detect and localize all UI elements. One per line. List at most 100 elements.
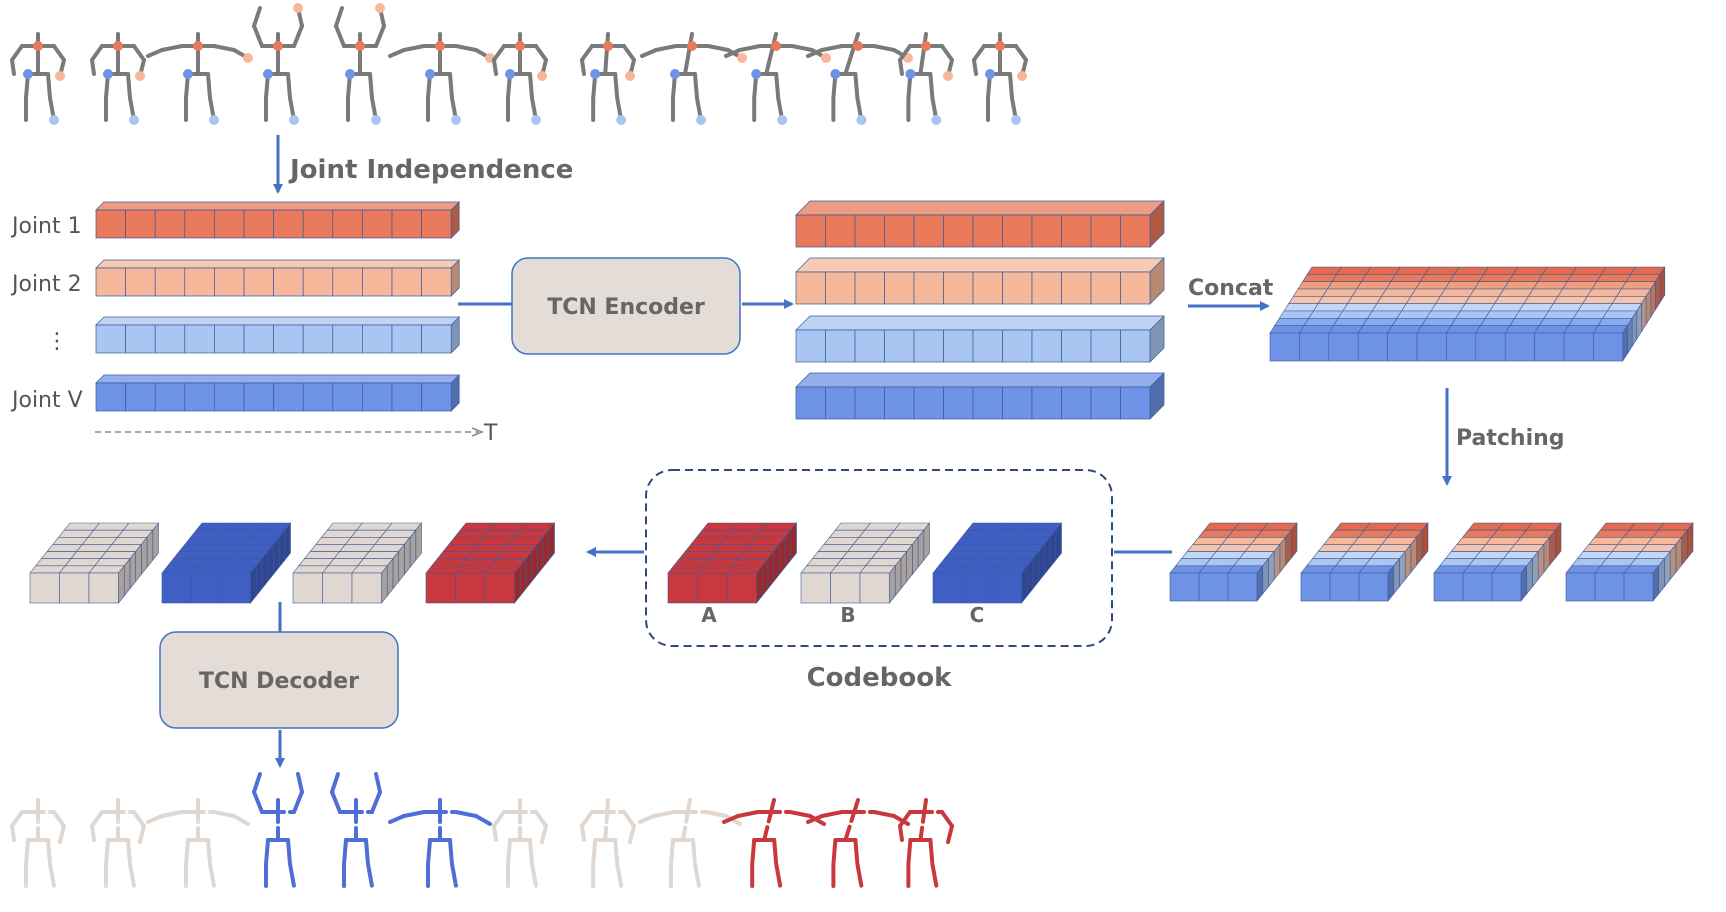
- quantized-block-c-top-cell: [184, 536, 221, 545]
- encoded-strip-cell: [1002, 214, 1033, 248]
- input-skeleton-hip-joint: [103, 69, 113, 79]
- code-c-block-top-cell: [991, 565, 1028, 574]
- input-skeleton-bone: [693, 72, 699, 100]
- input-skeleton-bone: [334, 24, 346, 48]
- concat-top-cell: [1360, 274, 1397, 282]
- code-c-block-front-cell: [932, 572, 963, 604]
- input-skeleton-bone: [580, 44, 594, 62]
- concat-top-cell: [1298, 325, 1335, 334]
- concat-top-cell: [1303, 318, 1339, 326]
- quantized-block-b-top-cell: [122, 522, 160, 531]
- decoded-skeleton-c: [252, 772, 304, 888]
- joint-strip-cell: [243, 267, 274, 297]
- quantized-block-b-front-cell: [322, 572, 353, 604]
- concat-top-cell: [1543, 310, 1579, 319]
- code-c-block-top-cell: [973, 551, 1010, 560]
- decoded-skeleton-b-bone: [184, 838, 190, 866]
- input-skeleton-bone: [872, 44, 896, 52]
- quantized-block-c-top-cell: [208, 544, 245, 552]
- quantized-block-b-top-cell: [94, 558, 131, 567]
- input-skeleton-bone: [90, 44, 104, 62]
- decoded-skeleton-b-bone: [506, 838, 512, 866]
- input-skeleton-bone: [806, 48, 824, 58]
- concat-top-cell: [1401, 303, 1437, 312]
- concat-top-cell: [1568, 318, 1604, 326]
- patch-block-front-cell: [1623, 572, 1654, 602]
- quantized-block-b-top-cell: [35, 558, 72, 567]
- decoded-skeleton-b-bone: [132, 810, 146, 828]
- input-skeleton-bone: [252, 6, 262, 28]
- concat-top-cell: [1597, 318, 1633, 326]
- concat-top-cell: [1538, 318, 1574, 326]
- input-skeleton-bone: [454, 44, 478, 52]
- input-skeleton-bone: [622, 44, 636, 62]
- decoded-skeleton-b-bone: [580, 824, 586, 842]
- quantized-block-c-top-cell: [254, 522, 292, 531]
- encoded-strip-cell: [943, 214, 974, 248]
- encoded-strip-cell: [1031, 329, 1062, 363]
- input-skeleton-bone: [334, 6, 344, 28]
- code-b-block: [800, 522, 931, 604]
- quantized-block-b-front-cell: [29, 572, 60, 604]
- concat-top-cell: [1302, 274, 1338, 282]
- quantized-block-a-front-cell: [484, 572, 515, 604]
- concat-top-cell: [1269, 325, 1305, 334]
- concat-top-cell: [1331, 274, 1367, 282]
- input-skeleton-bone: [790, 44, 814, 52]
- concat-top-cell: [1541, 266, 1578, 275]
- decoded-skeleton-b-bone: [591, 838, 598, 866]
- decoded-skeleton-a-bone: [855, 862, 864, 888]
- patch-block-front-cell: [1358, 572, 1389, 602]
- quantized-block-a: [425, 522, 556, 604]
- decoded-skeleton-a-bone: [722, 814, 740, 824]
- input-skeleton: [10, 32, 66, 125]
- concat-top-cell: [1317, 296, 1353, 304]
- joint-strip-cell: [154, 382, 186, 412]
- concat-top-cell: [1483, 266, 1519, 275]
- code-b-block-front-cell: [859, 572, 890, 604]
- tcn-decoder-label: TCN Decoder: [199, 669, 359, 694]
- code-c-block-top-cell: [938, 558, 975, 567]
- input-skeleton-bone: [388, 48, 406, 58]
- codebook-entries: [667, 522, 1063, 604]
- input-skeleton-bone: [683, 32, 694, 76]
- encoded-strip-cell: [943, 386, 974, 420]
- encoded-strip-cell: [1002, 386, 1033, 420]
- joint-strip-cell: [214, 267, 245, 297]
- concat-top-cell: [1385, 281, 1421, 290]
- input-skeleton-bone: [764, 32, 778, 76]
- concat-top-cell: [1424, 266, 1460, 275]
- joint-strip: [95, 316, 461, 354]
- concat-top-cell: [1435, 296, 1471, 304]
- input-skeleton-bone: [286, 72, 292, 100]
- code-c-block-top-cell: [996, 522, 1033, 531]
- input-skeleton-hip-joint: [985, 69, 995, 79]
- input-skeleton-bone: [928, 72, 935, 100]
- input-skeleton-bone: [402, 44, 426, 52]
- time-axis-label: T: [483, 421, 498, 446]
- code-a-block-top-cell: [726, 565, 763, 574]
- concat-top-cell: [1616, 288, 1652, 297]
- decoded-skeleton-a-bone: [853, 838, 860, 866]
- joint-strip-cell: [243, 324, 274, 354]
- decoded-skeleton-b: [638, 798, 742, 888]
- input-skeleton-bone: [368, 72, 374, 100]
- quantized-block-b-top-cell: [333, 551, 370, 560]
- input-skeleton-bone: [90, 58, 96, 76]
- input-skeleton-bone: [10, 58, 16, 76]
- quantized-block-b-top-cell: [326, 522, 364, 531]
- quantized-block-c-top-cell: [172, 551, 210, 560]
- decoded-skeleton-c-bone: [288, 862, 296, 888]
- code-b-block-front-cell: [830, 572, 861, 604]
- encoded-strip-cell: [795, 214, 826, 248]
- code-b-block-top-cell: [864, 522, 901, 531]
- decoded-skeleton-a: [722, 798, 826, 888]
- quantized-block-a-top-cell: [507, 536, 544, 545]
- encoded-strip-cell: [1002, 329, 1033, 363]
- input-skeleton-bone: [918, 32, 928, 76]
- decoded-skeleton-a-bone: [898, 810, 912, 828]
- input-skeleton-hand-joint: [537, 71, 547, 81]
- quantized-block-a-top-cell: [466, 551, 503, 560]
- encoded-strip-top: [795, 372, 1165, 388]
